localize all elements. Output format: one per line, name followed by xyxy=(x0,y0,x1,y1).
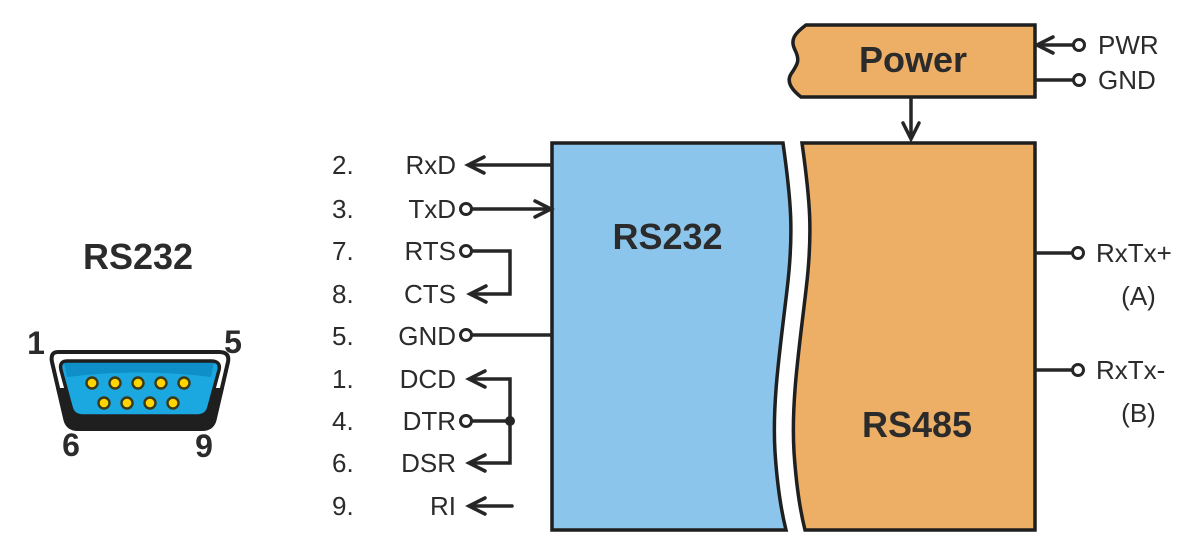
dtr-junction-dot xyxy=(505,416,515,426)
power-feed-arrowhead xyxy=(901,121,921,143)
db9-pin-3 xyxy=(131,376,145,390)
db9-pin-1 xyxy=(85,376,99,390)
pin-number: 3. xyxy=(332,194,354,224)
db9-corner-pin-6: 6 xyxy=(62,427,80,463)
db9-face-top-shade xyxy=(64,362,214,377)
db9-corner-pin-1: 1 xyxy=(27,325,45,361)
db9-pin-9 xyxy=(166,396,180,410)
pin-row-cts: 8. CTS xyxy=(332,279,456,309)
db9-pin-6 xyxy=(97,396,111,410)
db9-corner-pin-9: 9 xyxy=(195,428,213,464)
rxtx-minus-sub-label: (B) xyxy=(1121,398,1156,428)
pin-number: 2. xyxy=(332,150,354,180)
ri-arrowhead xyxy=(465,496,487,516)
db9-pin-4 xyxy=(154,376,168,390)
power-block-label: Power xyxy=(858,39,968,80)
pin-label: RTS xyxy=(404,236,456,266)
rs232-block-label: RS232 xyxy=(612,216,723,257)
pin-row-txd: 3. TxD xyxy=(332,194,456,224)
power-gnd-terminal xyxy=(1072,73,1086,87)
pin-row-dcd: 1. DCD xyxy=(332,364,456,394)
db9-pin-8 xyxy=(143,396,157,410)
rs485-block-label: RS485 xyxy=(861,404,973,445)
pin-number: 6. xyxy=(332,448,354,478)
pin-row-dsr: 6. DSR xyxy=(332,448,456,478)
pwr-arrowhead xyxy=(1033,35,1055,55)
gnd-terminal xyxy=(459,328,473,342)
pin-label: DSR xyxy=(401,448,456,478)
rxd-arrowhead xyxy=(464,155,486,175)
db9-face-outline xyxy=(58,359,222,418)
rxtx-plus-terminal xyxy=(1071,246,1085,260)
pin-label: GND xyxy=(398,321,456,351)
rs232-block-shape xyxy=(550,141,793,532)
connector-title: RS232 xyxy=(82,236,194,277)
rts-cts-loop-wire xyxy=(470,249,512,296)
signal-wires xyxy=(464,35,1076,516)
rxtx-plus-label: RxTx+ xyxy=(1096,238,1172,268)
rs485-block-shape xyxy=(791,141,1037,532)
pin-label: DCD xyxy=(399,364,456,394)
pin-row-rxd: 2. RxD xyxy=(332,150,456,180)
pin-label: TxD xyxy=(408,194,456,224)
pwr-terminal-label: PWR xyxy=(1098,30,1159,60)
pin-row-dtr: 4. DTR xyxy=(332,406,456,436)
dtr-terminal xyxy=(459,414,473,428)
pin-number: 8. xyxy=(332,279,354,309)
terminal-circles xyxy=(459,38,1086,428)
pin-label: CTS xyxy=(404,279,456,309)
pin-label: DTR xyxy=(402,406,456,436)
dcd-arrowhead xyxy=(465,369,487,389)
txd-arrowhead xyxy=(533,199,555,219)
db9-connector xyxy=(49,350,231,431)
power-block-shape xyxy=(787,23,1037,99)
pin-number: 5. xyxy=(332,321,354,351)
pwr-terminal xyxy=(1072,38,1086,52)
pin-number: 1. xyxy=(332,364,354,394)
dsr-arrowhead xyxy=(465,453,487,473)
db9-pins xyxy=(85,376,191,410)
cts-arrowhead xyxy=(466,284,488,304)
pin-label: RxD xyxy=(405,150,456,180)
power-gnd-terminal-label: GND xyxy=(1098,65,1156,95)
pin-row-ri: 9. RI xyxy=(332,491,456,521)
pin-row-gnd: 5. GND xyxy=(332,321,456,351)
pin-number: 9. xyxy=(332,491,354,521)
db9-pin-7 xyxy=(120,396,134,410)
db9-corner-pin-5: 5 xyxy=(224,324,242,360)
db9-pin-5 xyxy=(177,376,191,390)
pin-row-rts: 7. RTS xyxy=(332,236,456,266)
rxtx-minus-label: RxTx- xyxy=(1096,355,1166,385)
pin-label: RI xyxy=(430,491,456,521)
pin-number: 7. xyxy=(332,236,354,266)
db9-pin-2 xyxy=(108,376,122,390)
rts-terminal xyxy=(459,244,473,258)
rxtx-minus-terminal xyxy=(1071,363,1085,377)
pin-number: 4. xyxy=(332,406,354,436)
rxtx-plus-sub-label: (A) xyxy=(1121,281,1156,311)
txd-terminal xyxy=(459,202,473,216)
